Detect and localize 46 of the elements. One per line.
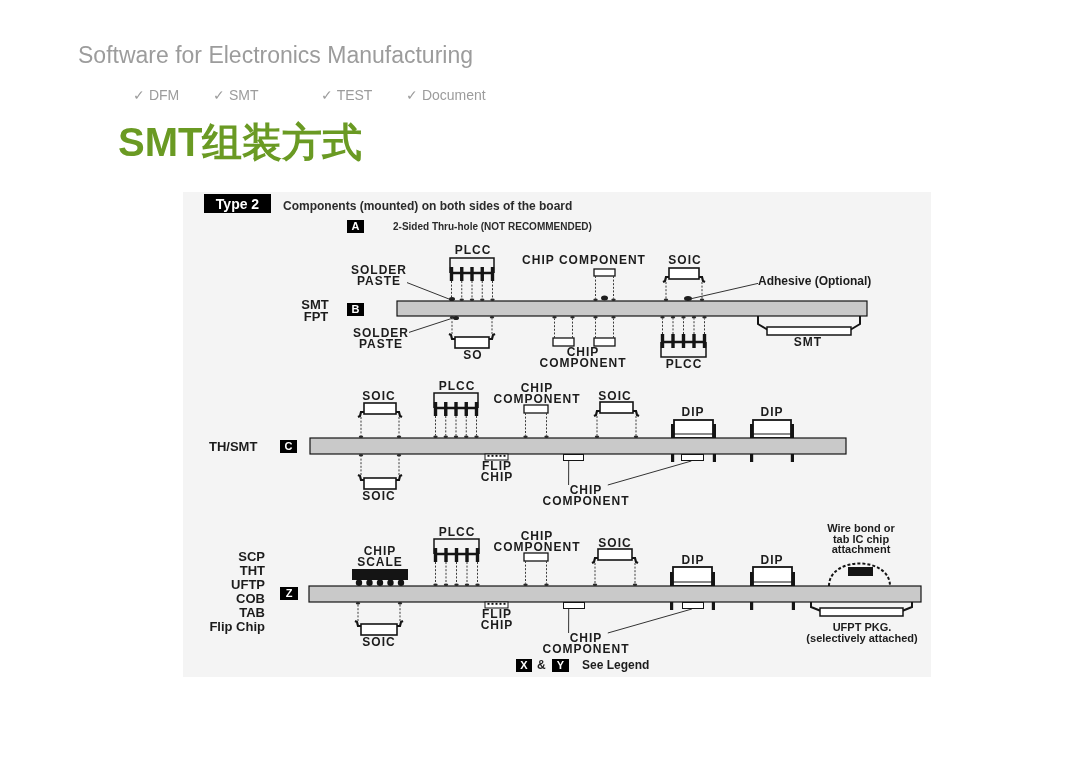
callout-text: SOLDER PASTE xyxy=(353,328,409,350)
type-badge: Type 2 xyxy=(204,194,271,213)
solder-paste-dot xyxy=(453,316,459,320)
assembly-type-label: SMT xyxy=(301,298,329,311)
component-label: CHIP COMPONENT xyxy=(522,255,646,266)
component-label: PLCC xyxy=(438,381,476,392)
component-label: SOIC xyxy=(362,637,396,648)
tagline-item: ✓ SMT xyxy=(213,87,259,103)
adhesive-dot xyxy=(684,296,692,301)
header-text: Software for Electronics Manufacturing xyxy=(78,41,473,69)
callout-text: Adhesive (Optional) xyxy=(758,275,872,288)
assembly-type-label: UFTP xyxy=(231,578,265,592)
assembly-type-label: TAB xyxy=(239,606,265,620)
component-label: SOIC xyxy=(362,491,396,502)
assembly-type-label: THT xyxy=(239,564,265,578)
option-note: 2-Sided Thru-hole (NOT RECOMMENDED) xyxy=(393,221,592,233)
assembly-type-label: TH/SMT xyxy=(209,440,258,453)
assembly-type-label: SCP xyxy=(238,550,265,564)
leader-line xyxy=(408,317,454,333)
component-label: SMT xyxy=(793,337,823,348)
callout-text: SOLDER PASTE xyxy=(351,265,407,287)
leader-line xyxy=(406,282,450,300)
letter-badge: Z xyxy=(280,587,298,600)
leader-line xyxy=(691,282,759,299)
tagline-item: ✓ DFM xyxy=(133,87,180,103)
tagline-item: ✓ TEST xyxy=(321,87,373,103)
legend-note: & xyxy=(537,659,546,672)
assembly-type-label: FPT xyxy=(303,310,329,323)
assembly-type-label: Flip Chip xyxy=(209,620,265,634)
solder-paste-dot xyxy=(449,297,455,301)
component-label: SOIC xyxy=(668,255,702,266)
component-label: PLCC xyxy=(454,245,492,256)
letter-badge: X xyxy=(516,659,532,672)
component-label: PLCC xyxy=(438,527,476,538)
letter-badge: A xyxy=(347,220,364,233)
component-label: CHIP COMPONENT xyxy=(539,347,627,369)
component-label: SO xyxy=(463,350,483,361)
slide-title: SMT组装方式 xyxy=(118,119,363,166)
letter-badge: Y xyxy=(552,659,569,672)
component-label: PLCC xyxy=(665,359,703,370)
tagline-item: ✓ Document xyxy=(406,87,486,103)
assembly-type-label: COB xyxy=(236,592,265,606)
legend-note: See Legend xyxy=(582,659,650,672)
diagram-heading: Components (mounted) on both sides of the board xyxy=(283,199,573,213)
letter-badge: B xyxy=(347,303,364,316)
letter-badge: C xyxy=(280,440,297,453)
